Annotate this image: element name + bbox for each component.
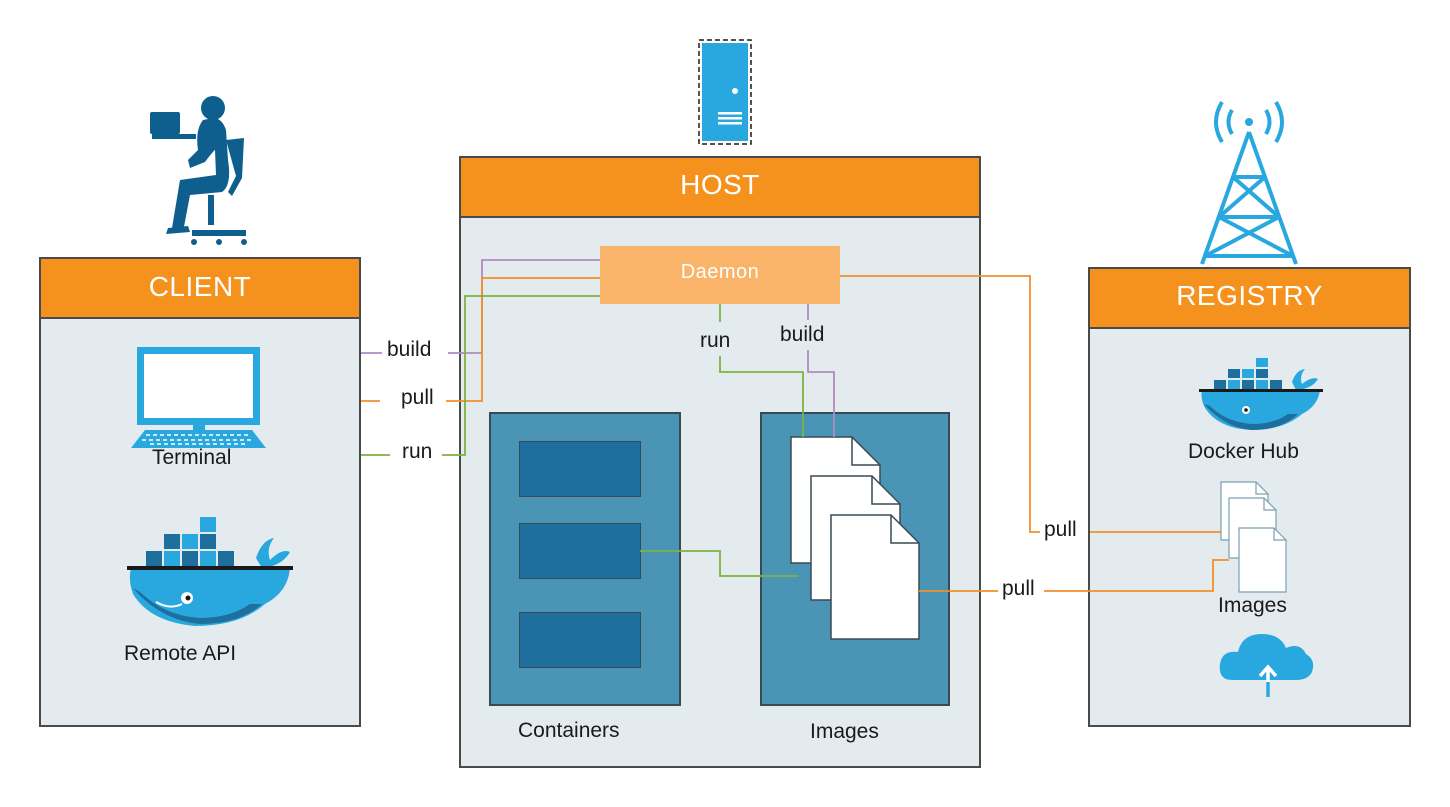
client-panel: CLIENT xyxy=(39,257,361,727)
client-run-label: run xyxy=(402,440,433,463)
registry-title: REGISTRY xyxy=(1090,269,1409,329)
client-pull-label: pull xyxy=(401,386,434,409)
antenna-tower-icon xyxy=(1200,100,1298,265)
container-block xyxy=(519,441,641,497)
remote-api-label: Remote API xyxy=(124,642,237,665)
server-icon xyxy=(698,39,752,145)
container-block xyxy=(519,523,641,579)
registry-pull-upper-label: pull xyxy=(1044,518,1077,541)
daemon-build-label: build xyxy=(780,323,825,346)
daemon-box: Daemon xyxy=(600,246,840,304)
container-block xyxy=(519,612,641,668)
docker-whale-icon xyxy=(127,517,293,626)
containers-label: Containers xyxy=(518,719,620,742)
daemon-run-label: run xyxy=(700,329,731,352)
docker-hub-whale-icon xyxy=(1199,358,1323,430)
docker-hub-label: Docker Hub xyxy=(1188,440,1299,463)
host-images-icon xyxy=(790,436,920,640)
terminal-label: Terminal xyxy=(152,446,232,469)
client-title: CLIENT xyxy=(41,259,359,319)
client-build-label: build xyxy=(387,338,432,361)
host-title: HOST xyxy=(461,158,979,218)
registry-pull-lower-label: pull xyxy=(1002,577,1035,600)
terminal-icon xyxy=(131,347,266,448)
connector-lines xyxy=(361,259,1229,592)
cloud-upload-icon xyxy=(1219,634,1314,697)
person-laptop-icon xyxy=(150,96,247,245)
registry-images-label: Images xyxy=(1218,594,1287,617)
registry-images-icon xyxy=(1220,481,1287,593)
images-label: Images xyxy=(810,720,879,743)
